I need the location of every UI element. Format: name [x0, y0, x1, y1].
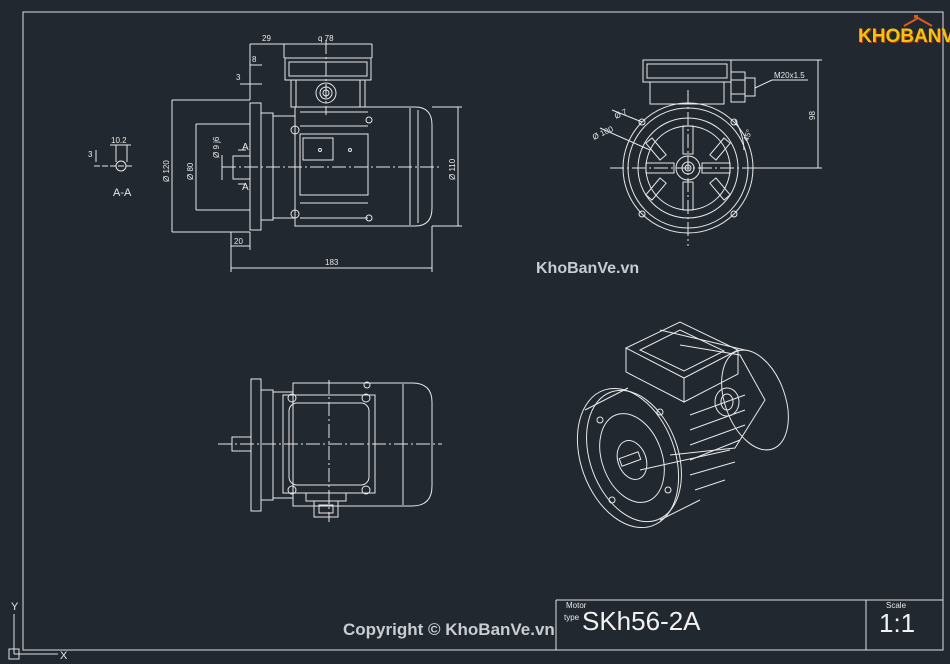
title-type-label: type [564, 613, 580, 622]
section-a-a [94, 145, 132, 171]
axis-y-label: Y [11, 601, 19, 613]
scale-value: 1:1 [879, 608, 916, 638]
dim-45deg: 45° [741, 128, 754, 142]
dim-20: 20 [234, 237, 243, 246]
dim-98: 98 [808, 111, 817, 120]
drawing-border [23, 12, 943, 650]
dim-8: 8 [252, 55, 257, 64]
dim-78: q 78 [318, 34, 334, 43]
dim-183: 183 [325, 258, 339, 267]
axis-x-label: X [60, 650, 68, 662]
section-mark-a2: A [242, 182, 249, 193]
dim-m20: M20x1.5 [774, 71, 805, 80]
logo-text: KHOBANVE [858, 26, 950, 47]
dim-10-2: 10.2 [111, 136, 127, 145]
section-label: A-A [113, 187, 132, 199]
dim-d7: Ø 7 [613, 107, 629, 121]
motor-model: SKh56-2A [582, 606, 701, 636]
ucs-axis-icon [9, 614, 58, 659]
section-mark-a1: A [242, 142, 249, 153]
side-view [233, 58, 432, 230]
dim-3: 3 [236, 73, 241, 82]
title-motor-label: Motor [566, 601, 587, 610]
dim-d100: Ø 100 [591, 124, 615, 142]
dim-29: 29 [262, 34, 271, 43]
dim-3-section: 3 [88, 150, 93, 159]
watermark-right: KhoBanVe.vn [536, 260, 640, 277]
dim-80: Ø 80 [186, 162, 195, 180]
isometric-view [559, 322, 801, 542]
khobanve-logo [848, 15, 944, 54]
title-block [556, 600, 943, 650]
dim-110: Ø 110 [448, 158, 457, 180]
scale-label: Scale [886, 601, 907, 610]
dim-9: Ø 9 j6 [212, 136, 221, 158]
watermark-bottom: Copyright © KhoBanVe.vn [343, 620, 555, 639]
dim-120: Ø 120 [162, 160, 171, 182]
top-view [232, 379, 432, 517]
